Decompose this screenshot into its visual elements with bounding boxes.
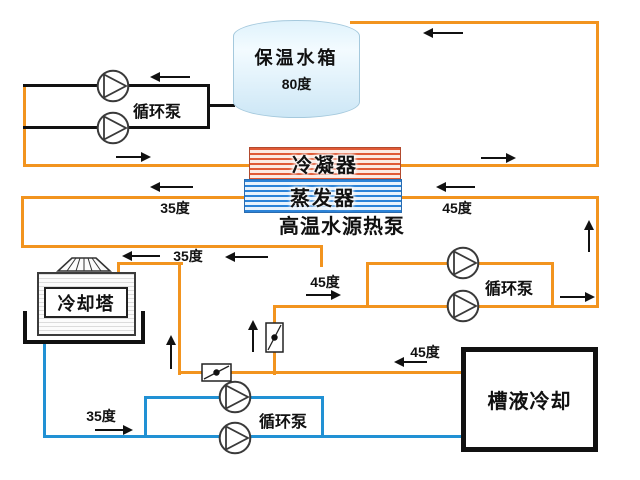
temp-label-35: 35度: [173, 248, 203, 264]
temp-label-45: 45度: [442, 200, 472, 216]
flow-arrow-left-icon: [394, 357, 427, 367]
temp-label-35: 35度: [86, 408, 116, 424]
evaporator-box: 蒸发器: [244, 179, 402, 213]
pipe-45-supply-line: [273, 305, 599, 308]
pump-icon: [218, 380, 252, 414]
tank-liquid-cooling-box: 槽液冷却: [461, 347, 598, 452]
pump-label: 循环泵: [132, 104, 181, 121]
temp-label-45: 45度: [410, 344, 440, 360]
flow-arrow-left-icon: [150, 72, 190, 82]
pipe-left-drop-mid: [21, 196, 24, 248]
flow-arrow-right-icon: [306, 290, 341, 300]
pump-icon: [96, 111, 130, 145]
flow-arrow-left-icon: [436, 182, 475, 192]
flow-arrow-left-icon: [122, 251, 160, 261]
flow-arrow-left-icon: [150, 182, 193, 192]
pipe-cold-supply-line: [43, 435, 464, 438]
flow-arrow-left-icon: [225, 252, 268, 262]
pump-icon: [446, 289, 480, 323]
heat-pump-label: 高温水源热泵: [279, 216, 405, 238]
temp-label-35: 35度: [160, 200, 190, 216]
tank-label: 保温水箱: [254, 48, 339, 68]
flow-arrow-right-icon: [560, 292, 595, 302]
flow-arrow-right-icon: [116, 152, 151, 162]
pipe-35-return-line: [21, 245, 323, 248]
tank-temp-label: 80度: [281, 76, 312, 92]
valve-icon: [265, 322, 284, 353]
flow-arrow-right-icon: [481, 153, 516, 163]
pipe-pumploop-right-right: [551, 262, 554, 308]
flow-arrow-left-icon: [423, 28, 463, 38]
pipe-pumploop-right-left: [366, 262, 369, 308]
pipe-tower-inlet: [117, 262, 183, 265]
condenser-box: 冷凝器: [249, 147, 401, 180]
pump-label: 循环泵: [258, 414, 307, 431]
flow-arrow-up-icon: [166, 335, 176, 369]
flow-arrow-up-icon: [248, 320, 258, 352]
pipe-tank-return-top: [350, 21, 599, 24]
evaporator-label: 蒸发器: [290, 187, 356, 210]
cooling-tower-basin: [23, 311, 145, 344]
pipe-tower-inlet-drop: [117, 262, 120, 274]
flow-arrow-right-icon: [95, 425, 133, 435]
pipe-pumploop-cold-left: [144, 396, 147, 438]
insulated-water-tank: 保温水箱 80度: [233, 20, 360, 118]
pipe-left-drop-upper: [23, 84, 26, 167]
pump-icon: [446, 246, 480, 280]
temp-label-45: 45度: [310, 274, 340, 290]
pipe-pumploop-cold-right: [321, 396, 324, 438]
pipe-riser-x180: [178, 262, 181, 375]
pipe-stub-down: [320, 245, 323, 267]
tank-cooling-label: 槽液冷却: [487, 391, 572, 413]
cooling-tower-fan-icon: [56, 257, 112, 272]
condenser-label: 冷凝器: [292, 155, 358, 177]
pipe-tankcooling-outlet: [178, 371, 464, 374]
valve-icon: [201, 363, 232, 382]
pump-label: 循环泵: [484, 281, 533, 298]
pump-icon: [96, 69, 130, 103]
flow-arrow-up-icon: [584, 220, 594, 252]
pipe-right-riser-upper: [596, 21, 599, 167]
pipe-tower-outlet-drop: [43, 341, 46, 438]
pipe-right-riser-lower: [596, 196, 599, 308]
pipe-tankloop-stub: [207, 104, 235, 107]
cooling-tower-label: 冷却塔: [44, 287, 128, 318]
pump-icon: [218, 421, 252, 455]
